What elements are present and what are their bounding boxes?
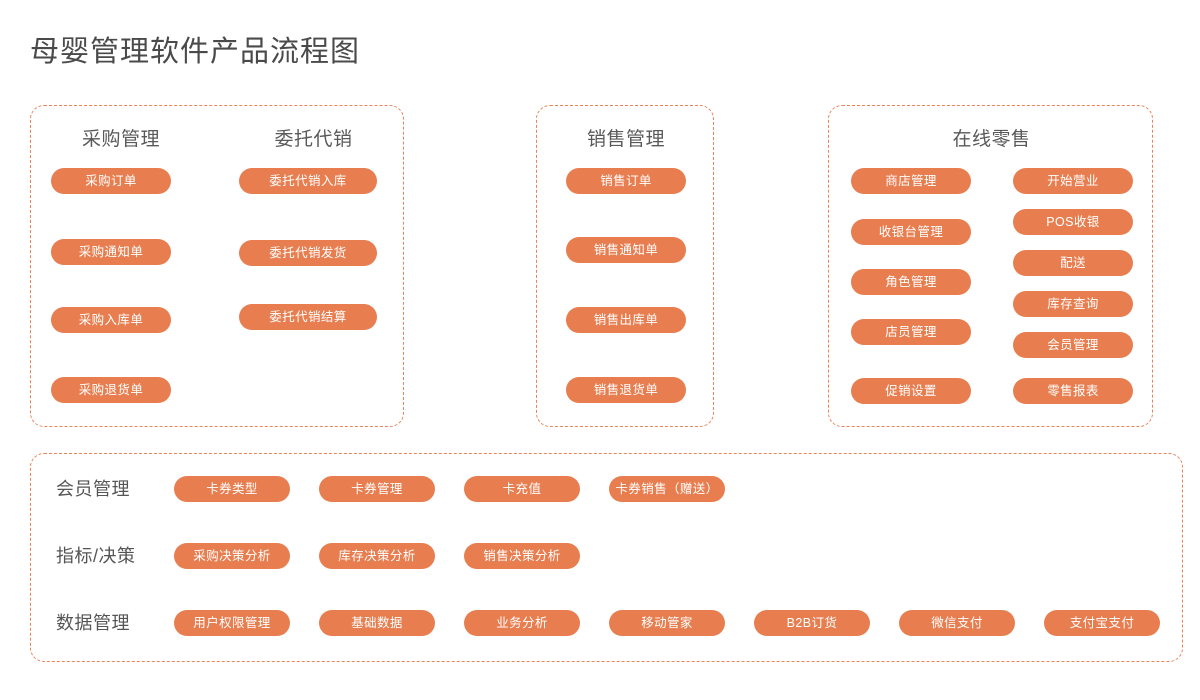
pill-promotion-settings[interactable]: 促销设置 [851,378,971,404]
panel-sales-management: 销售管理 销售订单 销售通知单 销售出库单 销售退货单 [536,105,714,427]
pill-role-management[interactable]: 角色管理 [851,269,971,295]
pill-sales-outbound[interactable]: 销售出库单 [566,307,686,333]
pill-member-management[interactable]: 会员管理 [1013,332,1133,358]
pill-alipay-pay[interactable]: 支付宝支付 [1044,610,1160,636]
pill-consignment-settlement[interactable]: 委托代销结算 [239,304,377,330]
pill-clerk-management[interactable]: 店员管理 [851,319,971,345]
panel-title-online-retail: 在线零售 [952,129,1031,150]
pill-card-sales-gift[interactable]: 卡券销售（赠送） [609,476,725,502]
panel-title-procurement: 采购管理 [81,129,160,150]
pill-card-type[interactable]: 卡券类型 [174,476,290,502]
pill-purchase-decision-analysis[interactable]: 采购决策分析 [174,543,290,569]
pill-wechat-pay[interactable]: 微信支付 [899,610,1015,636]
pill-inventory-decision-analysis[interactable]: 库存决策分析 [319,543,435,569]
panel-title-sales: 销售管理 [586,129,665,150]
pill-card-recharge[interactable]: 卡充值 [464,476,580,502]
pill-start-business[interactable]: 开始营业 [1013,168,1133,194]
panel-title-consignment: 委托代销 [274,129,353,150]
pill-inventory-query[interactable]: 库存查询 [1013,291,1133,317]
row-label-member-management: 会员管理 [56,479,130,499]
pill-consignment-shipment[interactable]: 委托代销发货 [239,240,377,266]
pill-user-permission-management[interactable]: 用户权限管理 [174,610,290,636]
pill-sales-return[interactable]: 销售退货单 [566,377,686,403]
panel-procurement: 采购管理 委托代销 采购订单 采购通知单 采购入库单 采购退货单 委托代销入库 … [30,105,404,427]
pill-sales-notice[interactable]: 销售通知单 [566,237,686,263]
panel-online-retail: 在线零售 商店管理 收银台管理 角色管理 店员管理 促销设置 开始营业 POS收… [828,105,1153,427]
pill-business-analysis[interactable]: 业务分析 [464,610,580,636]
pill-mobile-steward[interactable]: 移动管家 [609,610,725,636]
pill-purchase-return[interactable]: 采购退货单 [51,377,171,403]
panel-platform-services: 会员管理 卡券类型 卡券管理 卡充值 卡券销售（赠送） 指标/决策 采购决策分析… [30,453,1183,662]
pill-store-management[interactable]: 商店管理 [851,168,971,194]
pill-pos-checkout[interactable]: POS收银 [1013,209,1133,235]
pill-consignment-inbound[interactable]: 委托代销入库 [239,168,377,194]
pill-card-management[interactable]: 卡券管理 [319,476,435,502]
row-label-metrics-decision: 指标/决策 [56,546,136,566]
pill-sales-decision-analysis[interactable]: 销售决策分析 [464,543,580,569]
row-label-data-management: 数据管理 [56,613,130,633]
pill-basic-data[interactable]: 基础数据 [319,610,435,636]
pill-purchase-order[interactable]: 采购订单 [51,168,171,194]
pill-b2b-ordering[interactable]: B2B订货 [754,610,870,636]
pill-cashier-management[interactable]: 收银台管理 [851,219,971,245]
pill-retail-report[interactable]: 零售报表 [1013,378,1133,404]
pill-delivery[interactable]: 配送 [1013,250,1133,276]
pill-purchase-inbound[interactable]: 采购入库单 [51,307,171,333]
page-title: 母婴管理软件产品流程图 [30,36,361,68]
pill-purchase-notice[interactable]: 采购通知单 [51,239,171,265]
pill-sales-order[interactable]: 销售订单 [566,168,686,194]
